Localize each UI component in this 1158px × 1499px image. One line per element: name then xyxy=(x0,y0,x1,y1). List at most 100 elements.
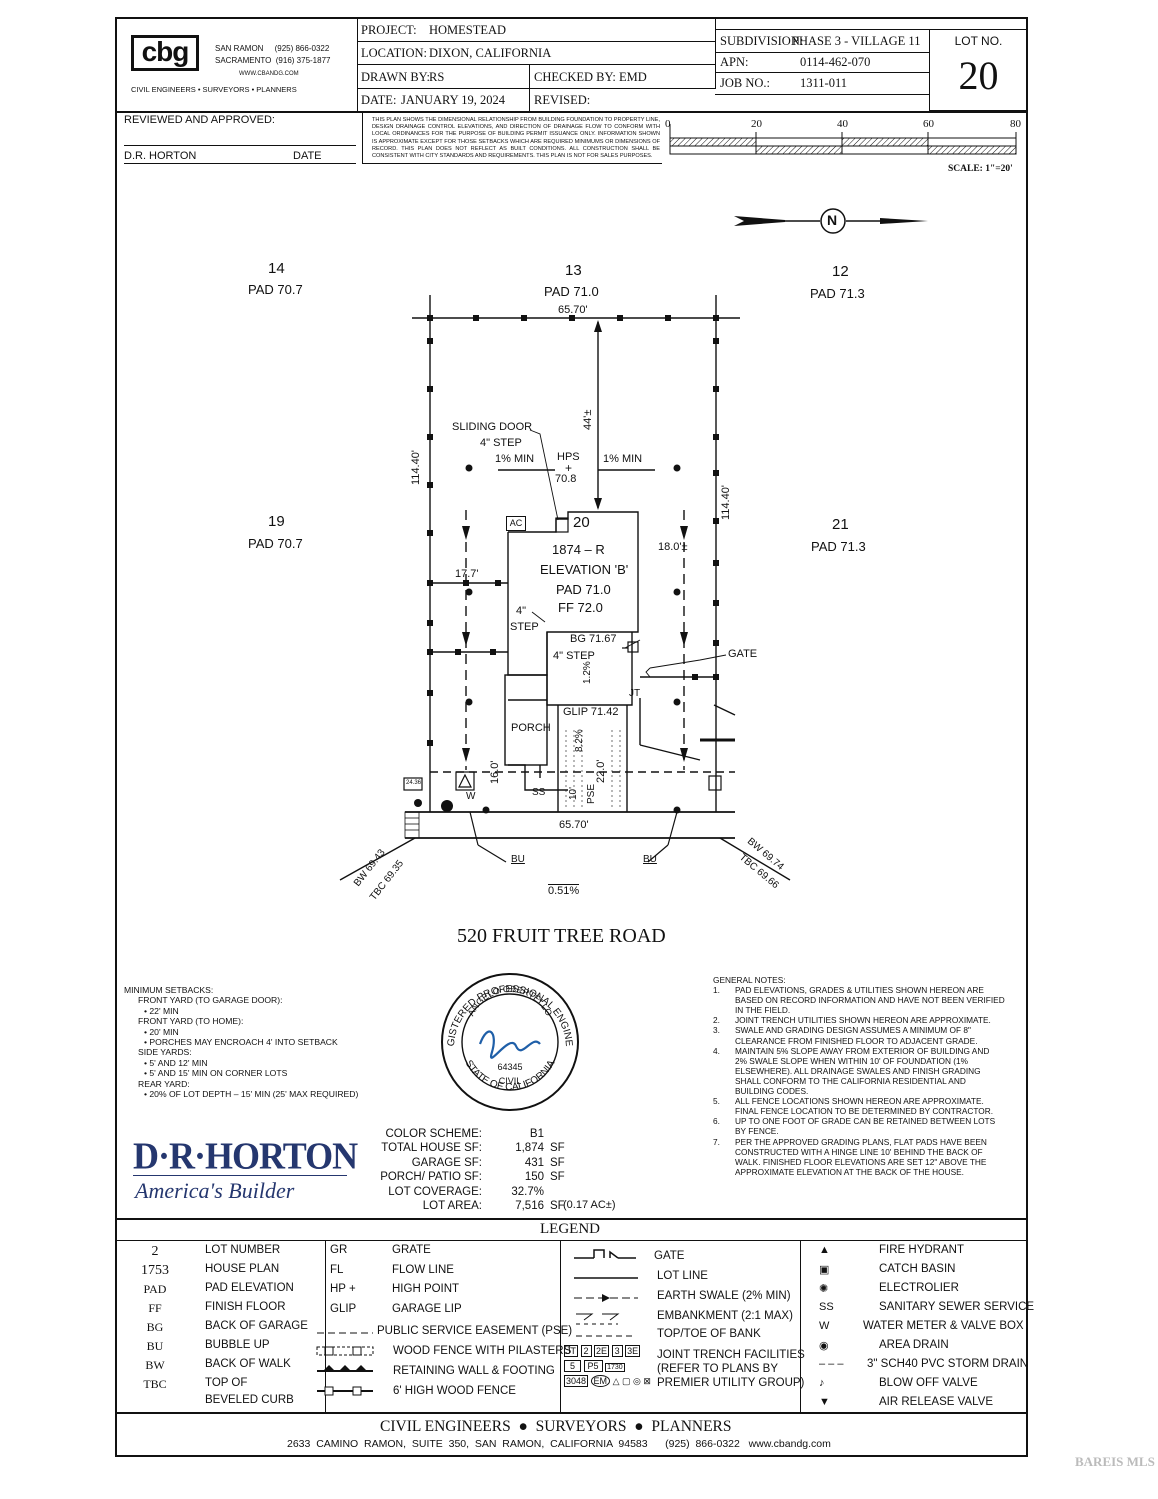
legend-text: LOT NUMBER xyxy=(205,1244,281,1256)
hps-label: HPS xyxy=(557,451,580,463)
setback-line: FRONT YARD (TO GARAGE DOOR): xyxy=(138,995,283,1006)
company-contact: SAN RAMON (925) 866-0322 SACRAMENTO (916… xyxy=(215,43,355,80)
general-note: 5.ALL FENCE LOCATIONS SHOWN HEREON ARE A… xyxy=(713,1096,1023,1116)
legend-row: ▲FIRE HYDRANT xyxy=(805,1244,1025,1263)
lot-19-number: 19 xyxy=(268,513,285,530)
hps-plus: + xyxy=(565,461,573,475)
lot-14-number: 14 xyxy=(268,260,285,277)
stat-value: 150 xyxy=(524,1171,544,1184)
general-note-line: CONSTRUCTED WITH A HINGE LINE 10' BEHIND… xyxy=(735,1146,983,1157)
review-signer: D.R. HORTON xyxy=(124,150,197,162)
lot-tag: 20 xyxy=(573,514,590,531)
setback-line: FRONT YARD (TO HOME): xyxy=(138,1016,244,1027)
lot-19-pad: PAD 70.7 xyxy=(248,536,303,551)
north-arrow-svg xyxy=(734,208,928,234)
legend-symbol: 1753 xyxy=(141,1263,169,1278)
setback-line: • 20% OF LOT DEPTH – 15' MIN (25' MAX RE… xyxy=(144,1089,359,1100)
stat-value: 431 xyxy=(524,1156,544,1169)
area-drain-icon: ◉ xyxy=(819,1340,829,1352)
legend-row: – – –3" SCH40 PVC STORM DRAIN xyxy=(805,1358,1028,1377)
electrolier-icon: ✺ xyxy=(819,1283,829,1295)
rear-width: 65.70' xyxy=(558,304,588,316)
general-note-line: JOINT TRENCH UTILITIES SHOWN HEREON ARE … xyxy=(735,1015,991,1026)
phone-2: (916) 375-1877 xyxy=(275,56,331,65)
office-1: SAN RAMON xyxy=(215,44,264,53)
engineer-signature xyxy=(478,1030,541,1059)
subdivision-value: PHASE 3 - VILLAGE 11 xyxy=(792,34,921,48)
legend-jt-line: JOINT TRENCH FACILITIES xyxy=(657,1349,805,1361)
legend-earth-swale: EARTH SWALE (2% MIN) xyxy=(657,1290,791,1302)
stat-label: COLOR SCHEME: xyxy=(385,1128,483,1140)
legend-text: TOP OF xyxy=(205,1377,248,1389)
legend-symbol: BG xyxy=(146,1320,164,1334)
scale-tick-60: 60 xyxy=(923,118,934,130)
drawn-row: DRAWN BY: RS CHECKED BY: EMD xyxy=(357,64,715,89)
disclaimer: THIS PLAN SHOWS THE DIMENSIONAL RELATION… xyxy=(372,117,660,160)
seal-number: 64345 xyxy=(497,1062,522,1072)
lot-21-pad: PAD 71.3 xyxy=(811,539,866,554)
review-date-label: DATE xyxy=(293,150,322,162)
scale-tick-80: 80 xyxy=(1010,118,1021,130)
general-note-line: SHALL CONFORM TO THE CALIFORNIA RESIDENT… xyxy=(735,1075,966,1086)
project-row: PROJECT: HOMESTEAD xyxy=(357,19,715,42)
slope-drive: 1.2% xyxy=(582,661,593,684)
legend-top-toe-bank: TOP/TOE OF BANK xyxy=(657,1328,761,1340)
location-row: LOCATION: DIXON, CALIFORNIA xyxy=(357,41,715,65)
garage-lip: GLIP 71.42 xyxy=(563,706,619,718)
sewer-service-icon: SS xyxy=(819,1301,834,1313)
general-note: 7.PER THE APPROVED GRADING PLANS, FLAT P… xyxy=(713,1137,1023,1177)
legend-6ft-fence: 6' HIGH WOOD FENCE xyxy=(393,1385,516,1397)
house-plan: 1874 – R xyxy=(552,542,605,557)
jt-sym: 2 xyxy=(580,1345,592,1357)
legend-jt-text: JOINT TRENCH FACILITIES (REFER TO PLANS … xyxy=(657,1348,805,1390)
front-width: 65.70' xyxy=(559,819,589,831)
lot-no-value: 20 xyxy=(958,53,999,98)
scale-tick-40: 40 xyxy=(837,118,848,130)
revised-label: REVISED: xyxy=(534,93,591,107)
lot-12-pad: PAD 71.3 xyxy=(810,286,865,301)
legend-text: BACK OF WALK xyxy=(205,1358,291,1370)
setback-line: SIDE YARDS: xyxy=(138,1047,192,1058)
legend-text: BLOW OFF VALVE xyxy=(879,1377,978,1389)
stat-unit: SF xyxy=(550,1171,565,1184)
checked-value: EMD xyxy=(619,70,647,84)
depth-left: 114.40' xyxy=(410,450,422,485)
general-note-line: BUILDING CODES. xyxy=(735,1086,809,1097)
legend-line-symbols xyxy=(316,1332,374,1396)
hps-value: 70.8 xyxy=(555,473,577,485)
office-2: SACRAMENTO xyxy=(215,56,272,65)
job-label: JOB NO.: xyxy=(720,76,771,90)
stat-label: LOT COVERAGE: xyxy=(388,1185,482,1198)
legend-text: AREA DRAIN xyxy=(879,1339,949,1351)
fire-hydrant-icon: ▲ xyxy=(819,1244,830,1256)
drawn-value: RS xyxy=(429,70,445,84)
date-value: JANUARY 19, 2024 xyxy=(401,93,506,107)
company-cell: cbg SAN RAMON (925) 866-0322 SACRAMENTO … xyxy=(117,19,358,111)
general-note: 2.JOINT TRENCH UTILITIES SHOWN HEREON AR… xyxy=(713,1015,1023,1025)
legend-jt-symbols: JT 2 2E 3 3E 5 P5 1730 3048 EM △ ▢ ◎ ⊠ xyxy=(564,1345,656,1387)
general-note-line: ALL FENCE LOCATIONS SHOWN HEREON ARE APP… xyxy=(735,1096,984,1107)
job-value: 1311-011 xyxy=(800,76,847,90)
scale-label: SCALE: 1"=20' xyxy=(948,164,1013,174)
stat-value: 32.7% xyxy=(511,1185,544,1198)
subdivision-row: SUBDIVISION: PHASE 3 - VILLAGE 11 xyxy=(716,29,930,53)
general-note-line: BY FENCE. xyxy=(735,1126,779,1137)
setback-10: 10' xyxy=(568,786,579,800)
legend-text: CATCH BASIN xyxy=(879,1263,956,1275)
catch-basin-icon: ▣ xyxy=(819,1264,830,1276)
legend-jt-line: (REFER TO PLANS BY xyxy=(657,1363,778,1375)
w-label: W xyxy=(466,791,476,802)
apn-label: APN: xyxy=(720,55,749,69)
legend-text: FINISH FLOOR xyxy=(205,1301,286,1313)
footer-address: 2633 CAMINO RAMON, SUITE 350, SAN RAMON,… xyxy=(287,1438,831,1450)
bubble-up-right: BU xyxy=(643,854,657,865)
project-label: PROJECT: xyxy=(361,23,417,37)
job-row: JOB NO.: 1311-011 xyxy=(716,72,930,94)
stat-label: LOT AREA: xyxy=(422,1199,482,1212)
apn-row: APN: 0114-462-070 xyxy=(716,52,930,73)
